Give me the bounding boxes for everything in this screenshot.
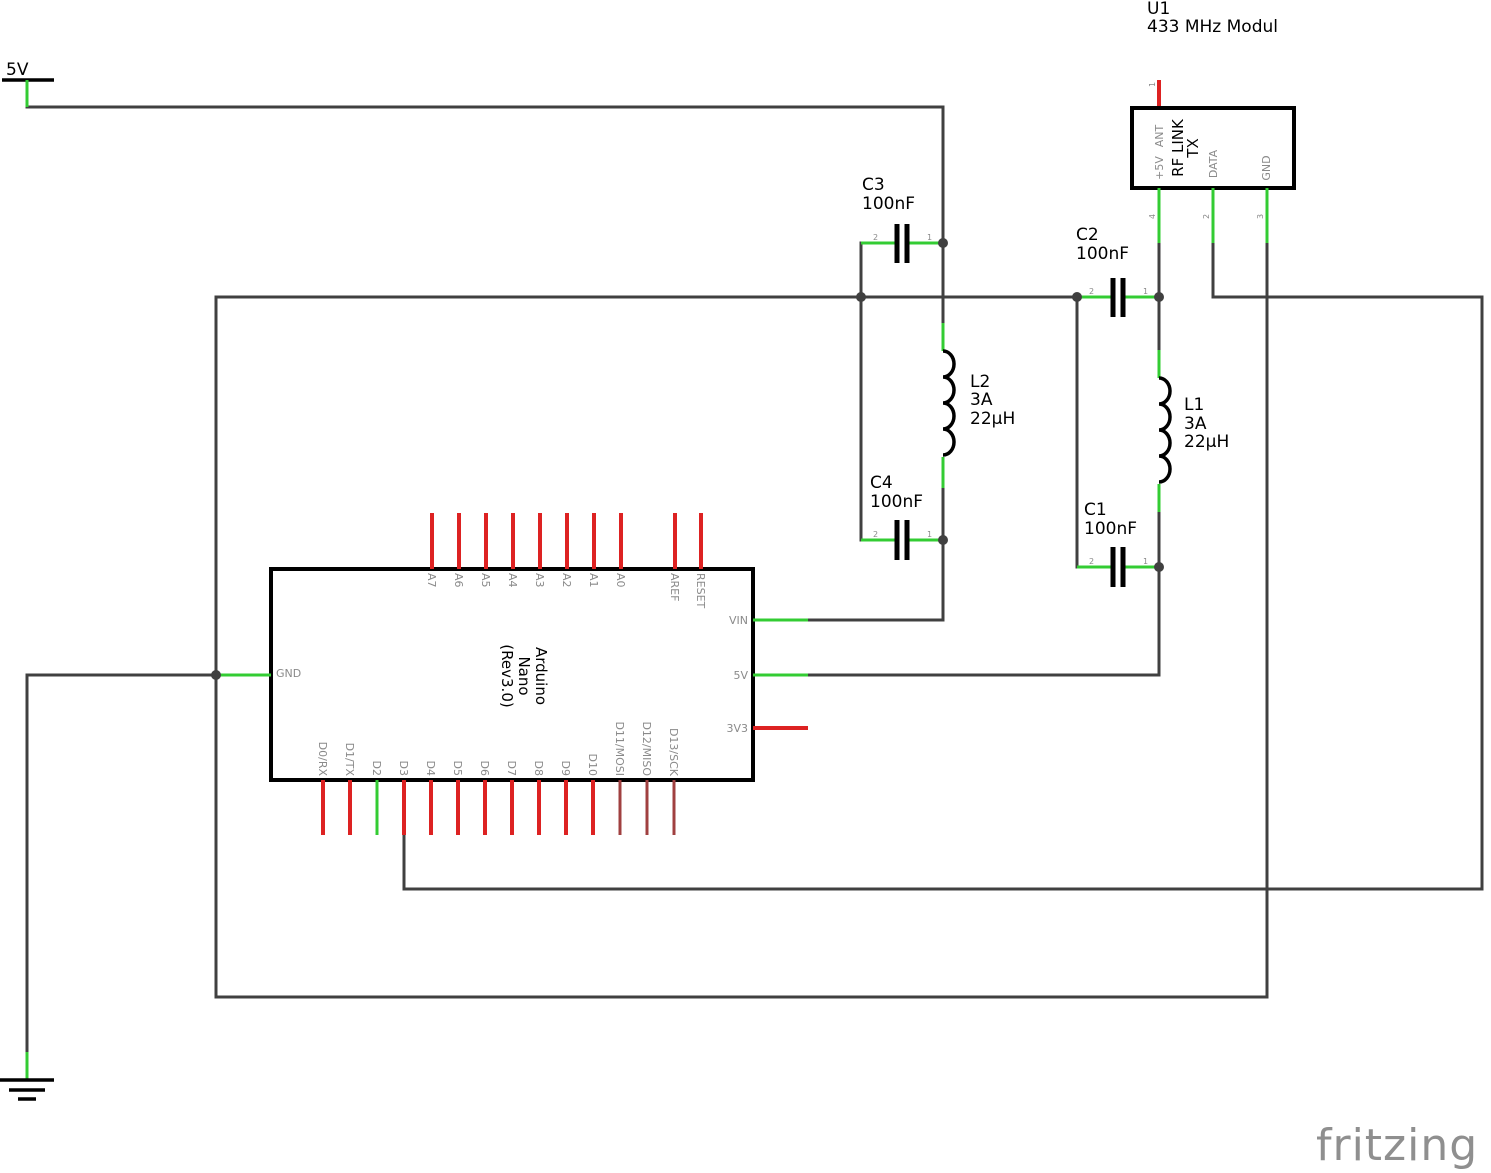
junction-dot [938, 238, 948, 248]
arduino-name-line1: Arduino [532, 647, 550, 705]
u1-pin-ant-label: ANT [1153, 124, 1166, 147]
c4-value: 100nF [870, 492, 923, 512]
pin-label-d11-mosi: D11/MOSI [613, 721, 626, 776]
fritzing-logo: fritzing [1316, 1120, 1478, 1171]
ground-symbol [0, 1052, 54, 1101]
pin-label-gnd: GND [276, 667, 301, 680]
pin-label-3v3: 3V3 [726, 722, 748, 735]
u1-value: 433 MHz Modul [1147, 17, 1278, 37]
pin-label-5v: 5V [733, 669, 748, 682]
junction-dot [211, 670, 221, 680]
l2-current: 3A [970, 390, 993, 410]
junction-dot [1072, 292, 1082, 302]
c4-ref: C4 [870, 473, 893, 493]
pin-label-d8: D8 [532, 761, 545, 776]
power-5v-symbol: 5V [2, 60, 54, 107]
pin-label-d10: D10 [586, 754, 599, 776]
u1-pin-5v-label: +5V [1153, 156, 1166, 180]
l2-ref: L2 [970, 372, 990, 392]
capacitor-c4: C4 100nF 2 1 [861, 473, 943, 560]
wire-gnd-left-rail [214, 295, 1269, 999]
c1-pin2-num: 2 [1089, 557, 1094, 566]
junction-dot [1154, 292, 1164, 302]
inductor-l2: L2 3A 22µH [941, 323, 1015, 488]
pin-label-d7: D7 [505, 761, 518, 776]
pin-label-a3: A3 [533, 573, 546, 588]
pin-label-a1: A1 [587, 573, 600, 588]
pin-label-d4: D4 [424, 761, 437, 776]
c2-pin1-num: 1 [1143, 287, 1148, 296]
u1-name-line2: TX [1184, 138, 1202, 158]
pin-label-reset: RESET [694, 573, 707, 609]
capacitor-c2: C2 100nF 2 1 [1076, 225, 1159, 317]
u1-pin-gnd-num: 3 [1256, 214, 1265, 219]
l1-value: 22µH [1184, 432, 1229, 452]
pin-label-d6: D6 [478, 761, 491, 776]
l2-value: 22µH [970, 409, 1015, 429]
junctions [211, 238, 1164, 680]
pin-label-d13-sck: D13/SCK [667, 728, 680, 777]
wire-data [402, 241, 1484, 891]
pin-label-a6: A6 [452, 573, 465, 588]
l1-current: 3A [1184, 414, 1207, 434]
c1-pin1-num: 1 [1143, 557, 1148, 566]
pin-label-d9: D9 [559, 761, 572, 776]
u1-pin-gnd-label: GND [1260, 155, 1273, 180]
pin-label-d12-miso: D12/MISO [640, 721, 653, 776]
junction-dot [1154, 562, 1164, 572]
pin-label-a7: A7 [425, 573, 438, 588]
wire-gnd-symbol [25, 673, 272, 1054]
arduino-name-line2: Nano [515, 656, 533, 695]
wire-5v-to-l2 [25, 105, 945, 325]
u1-pin-5v-num: 4 [1148, 214, 1157, 219]
c1-ref: C1 [1084, 500, 1107, 520]
arduino-pins [216, 513, 808, 835]
c3-pin1-num: 1 [927, 233, 932, 242]
c4-pin1-num: 1 [927, 530, 932, 539]
u1-ref: U1 [1147, 0, 1170, 19]
arduino-nano: A7 A6 A5 A4 A3 A2 A1 A0 AREF RESET D0/RX D1/TX D2 D3 D… [216, 513, 808, 835]
u1-pin-ant-num: 1 [1148, 82, 1157, 87]
pin-label-a0: A0 [614, 573, 627, 588]
wire-l2-to-vin [806, 486, 945, 622]
pin-label-aref: AREF [668, 573, 681, 601]
u1-name-line1: RF LINK [1169, 118, 1187, 177]
c4-pin2-num: 2 [873, 530, 878, 539]
inductor-l1: L1 3A 22µH [1157, 350, 1229, 512]
pin-label-vin: VIN [729, 614, 748, 627]
pin-label-d3: D3 [397, 761, 410, 776]
c2-ref: C2 [1076, 225, 1099, 245]
c3-value: 100nF [862, 194, 915, 214]
rf-module-u1: U1 433 MHz Modul RF LINK TX ANT +5V DATA… [1130, 0, 1296, 243]
c2-pin2-num: 2 [1089, 287, 1094, 296]
c2-value: 100nF [1076, 244, 1129, 264]
arduino-name-line3: (Rev3.0) [498, 644, 516, 707]
pin-label-d5: D5 [451, 761, 464, 776]
pin-label-a5: A5 [479, 573, 492, 588]
c3-ref: C3 [862, 175, 885, 195]
l1-ref: L1 [1184, 395, 1204, 415]
capacitor-c1: C1 100nF 2 1 [1077, 500, 1159, 587]
c1-value: 100nF [1084, 519, 1137, 539]
junction-dot [856, 292, 866, 302]
c3-pin2-num: 2 [873, 233, 878, 242]
capacitor-c3: C3 100nF 2 1 [861, 175, 943, 263]
pin-label-a2: A2 [560, 573, 573, 588]
pin-label-d1-tx: D1/TX [343, 743, 356, 777]
u1-pin-data-num: 2 [1202, 214, 1211, 219]
arduino-pin-labels: A7 A6 A5 A4 A3 A2 A1 A0 AREF RESET D0/RX D1/TX D2 D3 D… [276, 573, 748, 777]
junction-dot [938, 535, 948, 545]
pin-label-d0-rx: D0/RX [316, 742, 329, 777]
pin-label-a4: A4 [506, 573, 519, 588]
label-5v: 5V [6, 60, 29, 80]
u1-pin-data-label: DATA [1207, 149, 1220, 178]
pin-label-d2: D2 [370, 761, 383, 776]
